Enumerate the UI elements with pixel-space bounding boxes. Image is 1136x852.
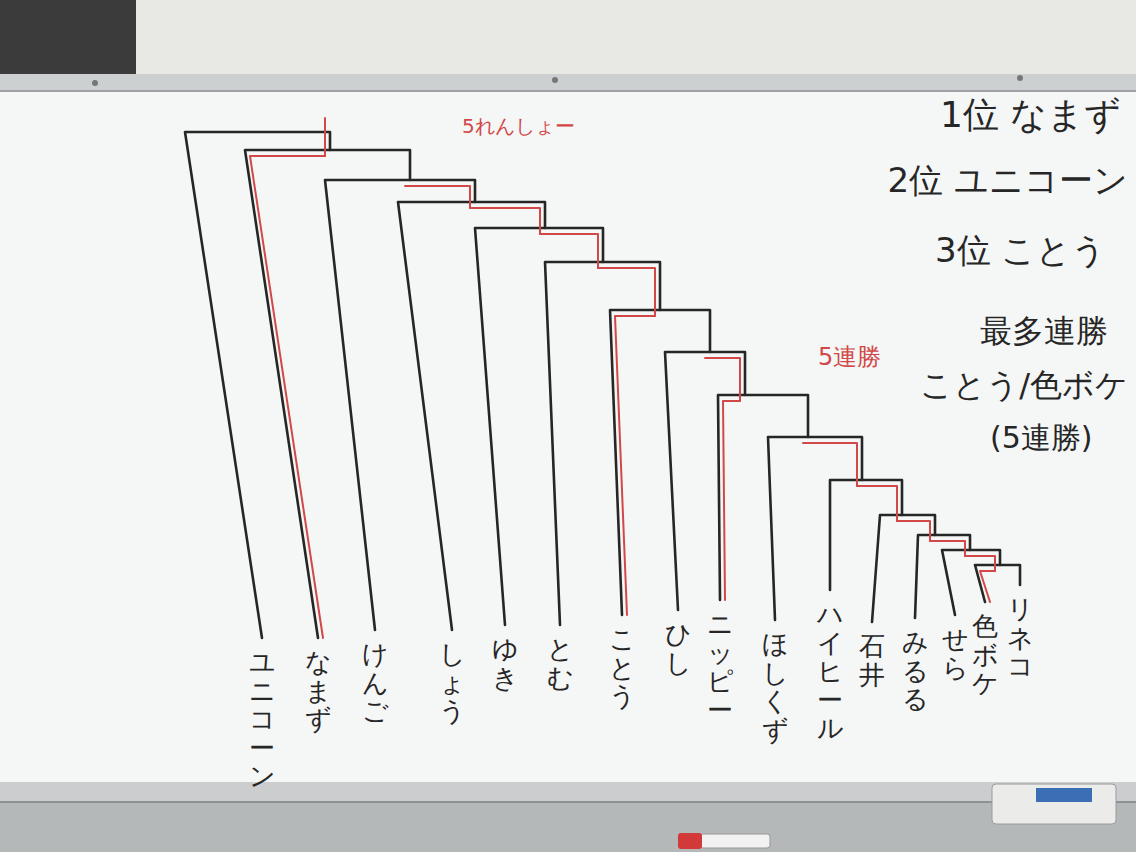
board-frame-bottom [0, 782, 1136, 802]
player-name: 石井 [859, 632, 885, 689]
eraser [992, 784, 1116, 824]
player-name: リネコ [1007, 595, 1033, 681]
player-name: 色ボケ [972, 612, 998, 698]
winner-line [980, 571, 995, 602]
frame-screw [552, 77, 558, 83]
bracket-line [915, 535, 970, 618]
player-name: みるる [902, 628, 928, 714]
player-name: せら [942, 625, 968, 682]
winner-line [540, 234, 598, 268]
winner-line [324, 118, 326, 156]
bracket-line [185, 132, 330, 638]
marker-tray [0, 802, 1136, 852]
board-frame-top [0, 74, 1136, 92]
ranking-note: 1位 なまず [940, 93, 1121, 136]
player-name: ほしくず [762, 630, 788, 744]
record-note: (5連勝) [990, 420, 1093, 456]
streak-note: 5連勝 [818, 343, 881, 372]
winner-line [615, 316, 655, 615]
winner-line [250, 156, 325, 638]
frame-screw [92, 80, 98, 86]
winner-line [897, 521, 930, 541]
player-name: ひし [665, 620, 691, 677]
winner-line [930, 541, 965, 556]
record-note: ことう/色ボケ [920, 366, 1128, 404]
player-name: しょう [439, 640, 465, 726]
wall [0, 0, 1136, 74]
bracket-line [942, 550, 1000, 615]
bracket-line [768, 437, 862, 620]
player-name: ハイヒール [817, 600, 843, 743]
bracket-line [475, 228, 603, 625]
player-name: ゆき [492, 635, 518, 692]
player-name: ユニコーン [249, 648, 275, 791]
bracket-line [830, 480, 902, 590]
winner-line [723, 401, 740, 600]
record-heading: 最多連勝 [980, 312, 1108, 350]
tray-edge [0, 801, 1136, 803]
marker-cap [678, 833, 702, 849]
bracket-line [718, 395, 808, 600]
winner-line [803, 443, 857, 486]
ranking-note: 2位 ユニコーン [888, 160, 1128, 201]
bracket-line [872, 515, 935, 622]
player-name: けんご [362, 640, 388, 726]
player-name: とむ [547, 635, 573, 692]
player-name: ニッピー [707, 610, 733, 724]
bracket-line [545, 262, 660, 625]
dark-corner [0, 0, 136, 74]
winner-line [705, 358, 740, 401]
player-name: なまず [305, 648, 331, 734]
frame-screw [1017, 75, 1023, 81]
winner-line [470, 208, 540, 234]
bracket-line [325, 180, 475, 630]
frame-edge [0, 90, 1136, 92]
streak-note: 5れんしょー [462, 114, 575, 138]
bracket-line [610, 310, 710, 615]
ranking-note: 3位 ことう [935, 230, 1106, 271]
winner-line [965, 556, 995, 571]
eraser-label [1036, 788, 1092, 802]
player-name: ことう [609, 625, 635, 711]
winner-line [598, 268, 655, 316]
bracket-line [398, 202, 545, 630]
winner-line [405, 186, 470, 208]
marker-body [700, 834, 770, 848]
bracket-line [245, 150, 410, 638]
bracket-line [665, 352, 745, 610]
winner-line [857, 486, 897, 521]
board-surface [0, 92, 1136, 782]
